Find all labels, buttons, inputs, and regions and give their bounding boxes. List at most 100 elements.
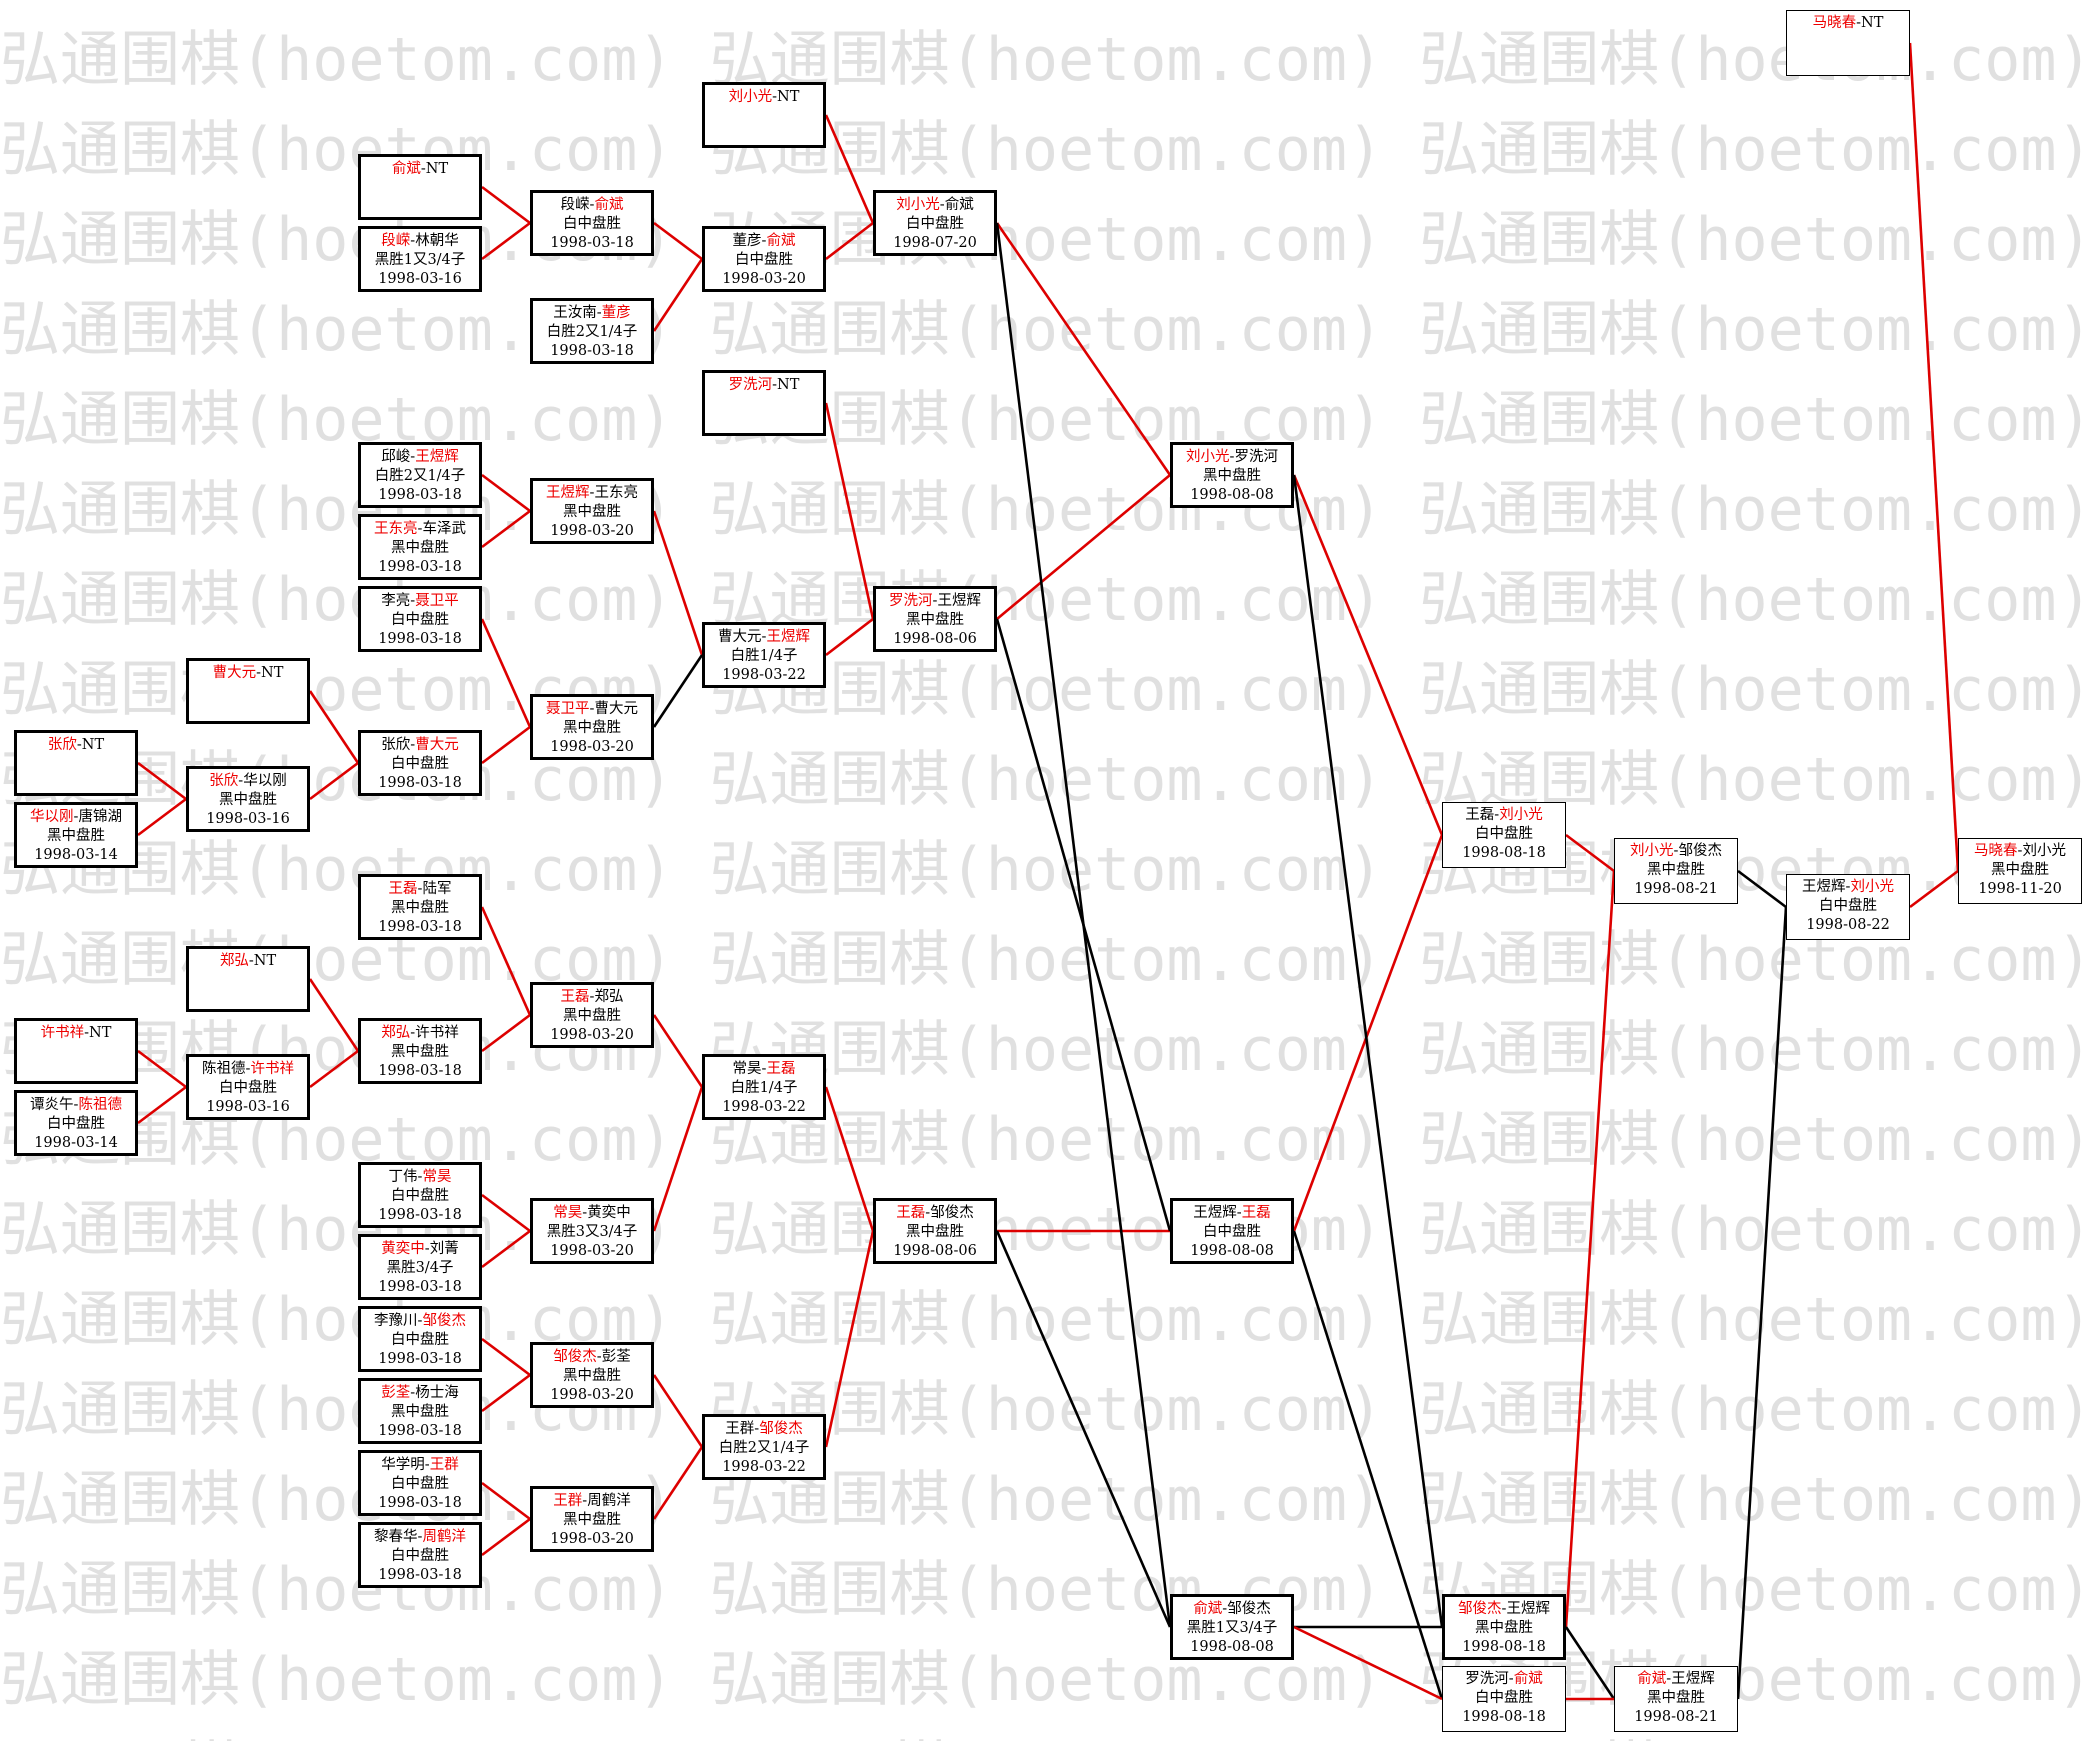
bracket-connector: [1908, 42, 1960, 872]
bracket-node[interactable]: 曹大元-NT: [186, 658, 310, 724]
bracket-node[interactable]: 张欣-NT: [14, 730, 138, 796]
bracket-connector: [995, 1230, 1172, 1628]
bracket-connector: [652, 510, 704, 656]
bracket-connector: [308, 690, 360, 764]
bracket-connector: [1292, 1230, 1444, 1700]
watermark-row: 弘通围棋(hoetom.com) 弘通围棋(hoetom.com) 弘通围棋(h…: [0, 655, 2092, 725]
bracket-connector: [481, 725, 531, 765]
bracket-connector: [137, 1049, 187, 1089]
bracket-connector: [652, 1446, 704, 1520]
bracket-connector: [137, 797, 187, 837]
bracket-node[interactable]: 罗洗河-NT: [702, 370, 826, 436]
bracket-connector: [995, 222, 1172, 1628]
bracket-connector: [653, 221, 703, 261]
watermark-row: 弘通围棋(hoetom.com) 弘通围棋(hoetom.com) 弘通围棋(h…: [0, 115, 2092, 185]
bracket-connector: [481, 1481, 531, 1521]
bracket-connector: [1293, 1625, 1443, 1701]
bracket-connector: [481, 1229, 531, 1269]
bracket-node[interactable]: 马晓春-NT: [1786, 10, 1910, 76]
bracket-connector: [481, 1193, 531, 1233]
watermark-row: 弘通围棋(hoetom.com) 弘通围棋(hoetom.com) 弘通围棋(h…: [0, 745, 2092, 815]
bracket-connector: [1292, 474, 1444, 836]
bracket-connector: [1292, 474, 1444, 1628]
bracket-node[interactable]: 许书祥-NT: [14, 1018, 138, 1084]
bracket-connector: [309, 1049, 359, 1089]
bracket-connector: [480, 618, 532, 728]
bracket-connector: [481, 1373, 531, 1413]
watermark-row: 弘通围棋(hoetom.com) 弘通围棋(hoetom.com) 弘通围棋(h…: [0, 475, 2092, 545]
watermark-row: 弘通围棋(hoetom.com) 弘通围棋(hoetom.com) 弘通围棋(h…: [0, 835, 2092, 905]
watermark-row: 弘通围棋(hoetom.com) 弘通围棋(hoetom.com) 弘通围棋(h…: [0, 1015, 2092, 1085]
bracket-node[interactable]: 俞斌-NT: [358, 154, 482, 220]
bracket-connector: [309, 761, 359, 801]
watermark-row: 弘通围棋(hoetom.com) 弘通围棋(hoetom.com) 弘通围棋(h…: [0, 1645, 2092, 1715]
bracket-connector: [1292, 834, 1444, 1232]
bracket-connector: [1565, 833, 1615, 873]
bracket-connector: [824, 402, 875, 620]
bracket-connector: [824, 1086, 875, 1232]
bracket-connector: [824, 1230, 875, 1448]
bracket-connector: [652, 654, 704, 728]
bracket-node[interactable]: 郑弘-NT: [186, 946, 310, 1012]
watermark-row: 弘通围棋(hoetom.com) 弘通围棋(hoetom.com) 弘通围棋(h…: [0, 1465, 2092, 1535]
watermark-row: 弘通围棋(hoetom.com) 弘通围棋(hoetom.com) 弘通围棋(h…: [0, 25, 2092, 95]
watermark-row: 弘通围棋(hoetom.com) 弘通围棋(hoetom.com) 弘通围棋(h…: [0, 295, 2092, 365]
bracket-connector: [481, 1013, 531, 1053]
bracket-connector: [652, 1014, 704, 1088]
watermark-row: 弘通围棋(hoetom.com) 弘通围棋(hoetom.com) 弘通围棋(h…: [0, 1375, 2092, 1445]
bracket-connector: [1909, 869, 1959, 909]
bracket-connector: [1736, 906, 1788, 1700]
bracket-connector: [1564, 870, 1616, 1628]
watermark-row: 弘通围棋(hoetom.com) 弘通围棋(hoetom.com) 弘通围棋(h…: [0, 1105, 2092, 1175]
bracket-connector: [137, 761, 187, 801]
bracket-node[interactable]: 刘小光-NT: [702, 82, 826, 148]
watermark-row: 弘通围棋(hoetom.com) 弘通围棋(hoetom.com) 弘通围棋(h…: [0, 385, 2092, 455]
bracket-connector: [481, 1517, 531, 1557]
bracket-connector: [652, 258, 704, 332]
bracket-connector: [481, 1337, 531, 1377]
